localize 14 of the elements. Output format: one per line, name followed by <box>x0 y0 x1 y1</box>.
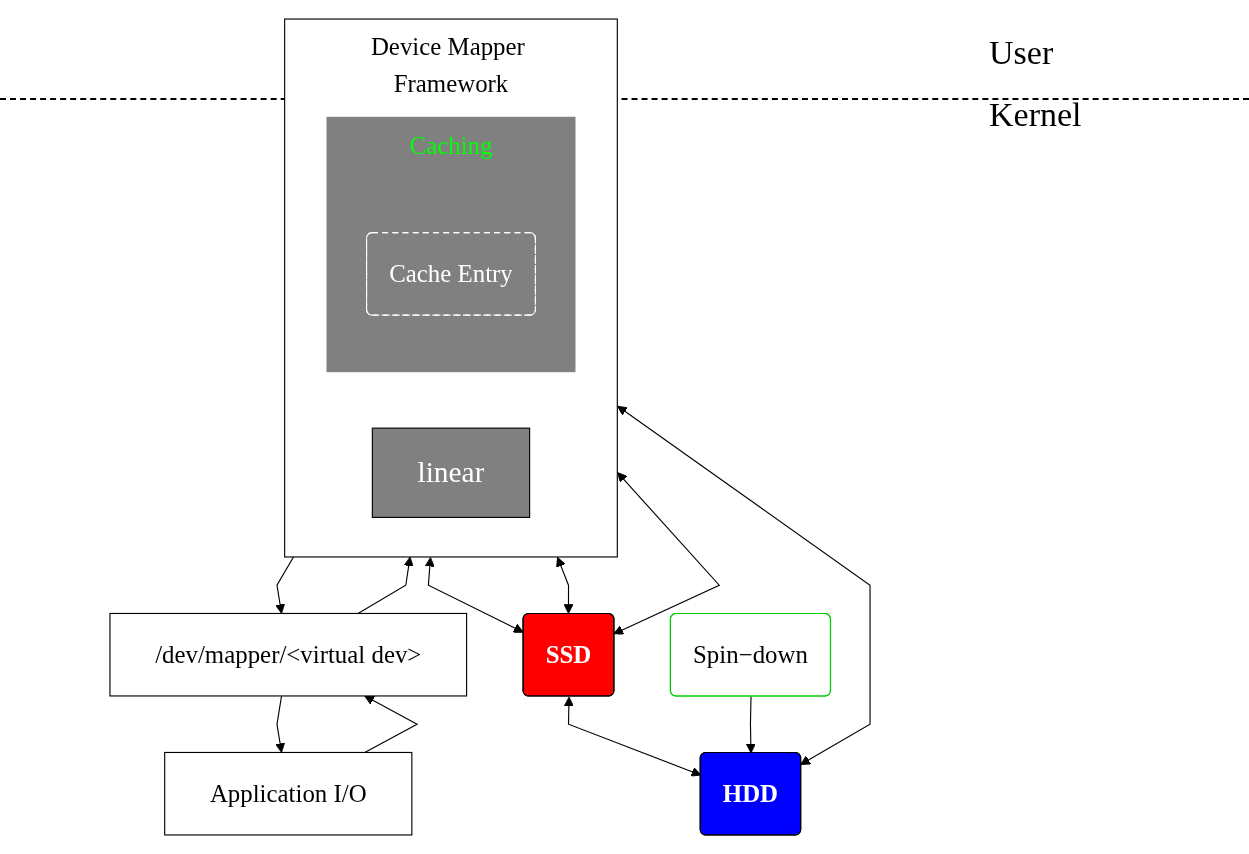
arrow <box>275 556 295 614</box>
node-box: /dev/mapper/<virtual dev> <box>109 612 468 697</box>
arrow <box>556 556 574 614</box>
arrow <box>745 695 756 754</box>
arrow <box>613 472 721 635</box>
layer-label: Kernel <box>989 96 1082 134</box>
node-box: linear <box>371 427 531 518</box>
arrow <box>275 695 286 753</box>
arrow <box>357 556 414 615</box>
arrow <box>617 405 871 765</box>
arrow <box>364 695 419 754</box>
node-box: Application I/O <box>164 751 413 836</box>
arrow <box>424 556 524 633</box>
layer-label: User <box>989 34 1054 72</box>
